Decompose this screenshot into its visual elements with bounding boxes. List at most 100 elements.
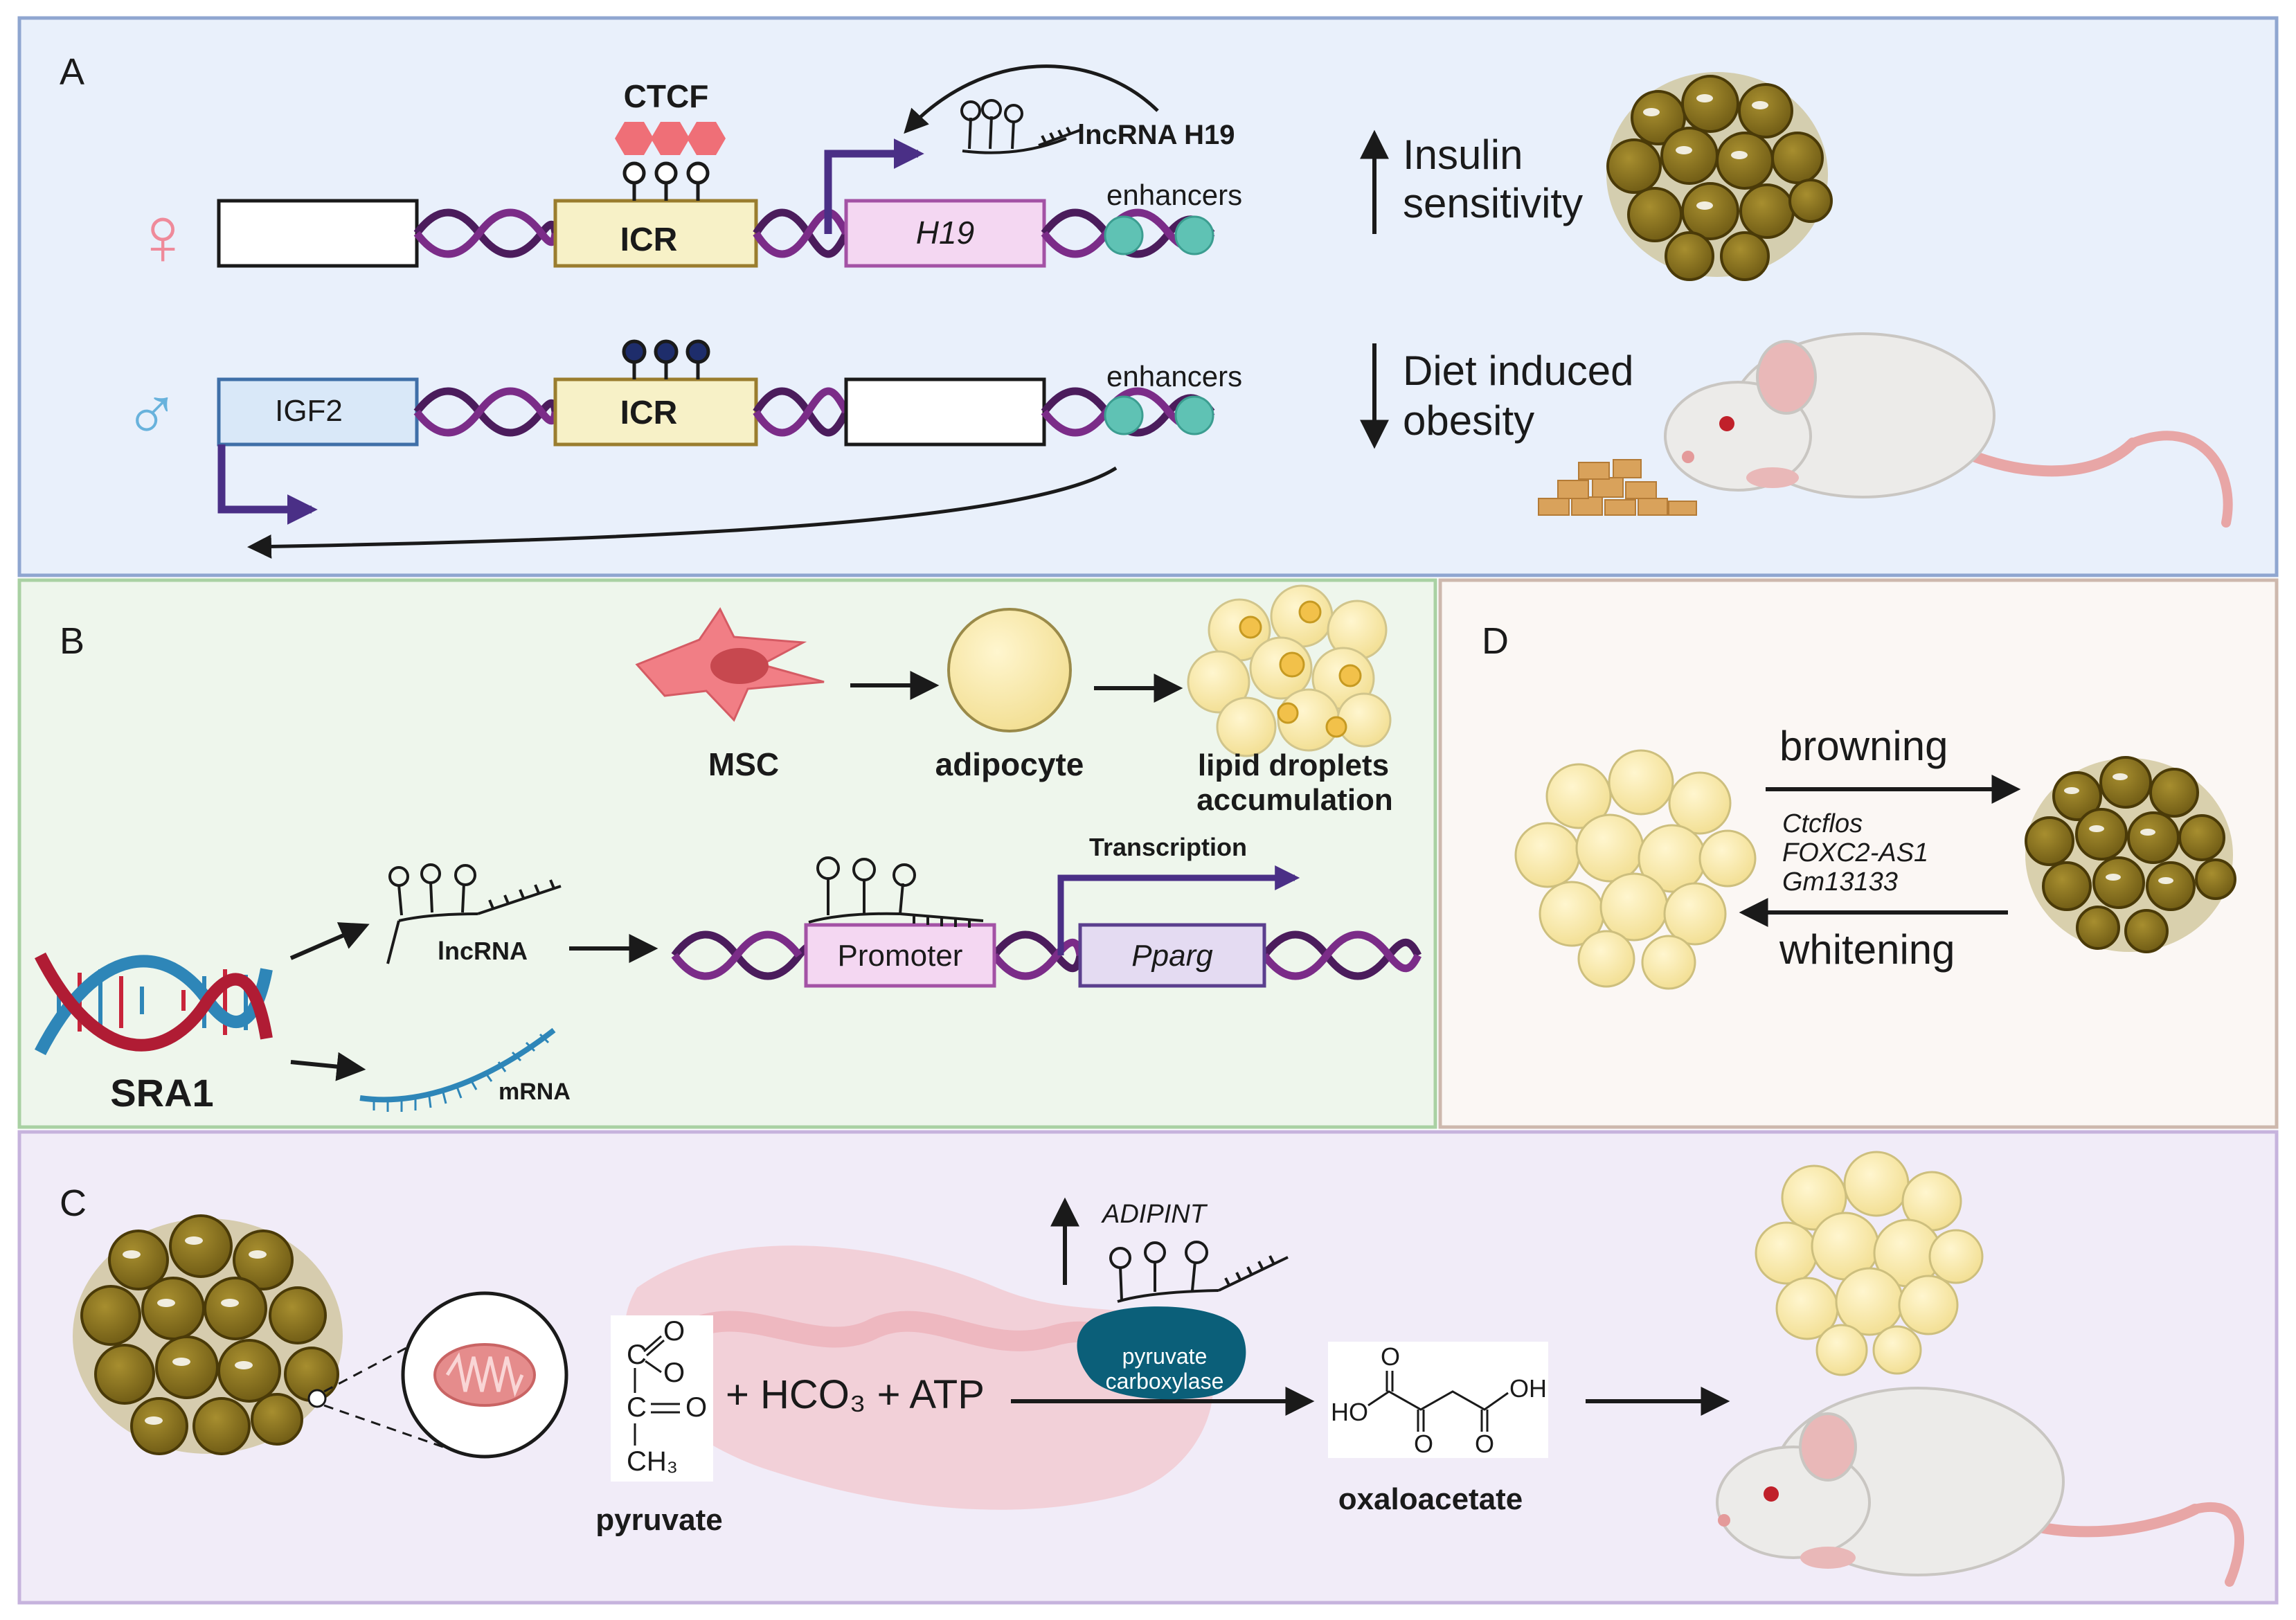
brown-fat-cluster-c <box>73 1214 343 1455</box>
enhancers-label-top: enhancers <box>1106 179 1242 211</box>
white-fat-cluster-c <box>1755 1151 1984 1376</box>
blank-gene-box-male <box>844 377 1046 447</box>
msc-label: MSC <box>708 746 779 782</box>
adipocyte-label: adipocyte <box>935 746 1084 782</box>
adipint-label: ADIPINT <box>1101 1200 1208 1229</box>
promoter-box <box>804 923 996 988</box>
dna-helix-a5 <box>753 387 850 437</box>
methylated-cpg-markers <box>622 339 710 379</box>
enhancer-dot <box>1104 215 1144 255</box>
msc-cell <box>635 607 825 722</box>
ctcf-protein <box>615 122 654 155</box>
arrow-sra1-to-lncrna <box>289 922 370 960</box>
enhancer-dot <box>1174 215 1214 255</box>
h19-gene-box <box>844 199 1046 268</box>
panel-a-letter: A <box>60 51 84 93</box>
obesity-label-1: Diet induced <box>1403 348 1634 394</box>
icr-box-male <box>553 377 758 447</box>
lipid-label-1: lipid droplets <box>1198 748 1389 782</box>
svg-text:O: O <box>663 1358 685 1388</box>
svg-text:CH₃: CH₃ <box>627 1446 678 1477</box>
lncrna-structure-b <box>386 863 562 964</box>
mouse-illustration-a <box>1664 332 2233 528</box>
lncrna-h19-structure <box>960 99 1081 154</box>
panel-c-letter: C <box>60 1182 87 1224</box>
oxaloacetate-structure: HO O O O OH <box>1331 1342 1547 1458</box>
oxaloacetate-bonds <box>1367 1371 1509 1432</box>
oxaloacetate-label: oxaloacetate <box>1338 1482 1523 1516</box>
igf2-transcription-arrow <box>217 444 318 525</box>
lncrna-h19-label: lncRNA H19 <box>1077 120 1235 150</box>
insulin-label-1: Insulin <box>1403 132 1523 178</box>
arrow-sra1-to-mrna <box>290 1052 366 1081</box>
svg-text:C: C <box>627 1392 647 1423</box>
panel-d-letter: D <box>1482 620 1509 662</box>
mouse-illustration-c <box>1716 1387 2245 1587</box>
ctcf-protein <box>687 122 726 155</box>
zoom-line-bottom <box>323 1404 444 1448</box>
h19-transcription-arrow <box>824 138 924 234</box>
lipid-droplet-cluster <box>1187 584 1392 757</box>
mitochondrion-icon <box>433 1343 536 1407</box>
browning-label: browning <box>1779 723 1948 769</box>
icr-label-female: ICR <box>620 222 678 258</box>
zoom-line-top <box>323 1342 416 1393</box>
ctcf-label: CTCF <box>624 78 709 114</box>
blank-gene-box-female <box>217 199 419 268</box>
whitening-label: whitening <box>1779 926 1955 973</box>
female-symbol: ♀ <box>132 190 194 282</box>
svg-text:O: O <box>1381 1342 1400 1371</box>
white-fat-cluster-d <box>1514 749 1757 990</box>
ctcf-protein <box>651 122 690 155</box>
reaction-equation: + HCO₃ + ATP <box>726 1372 985 1417</box>
enhancers-label-bottom: enhancers <box>1106 360 1242 393</box>
male-symbol: ♂ <box>123 372 181 457</box>
h19-label: H19 <box>916 215 974 251</box>
svg-text:C: C <box>627 1340 647 1370</box>
promoter-label: Promoter <box>838 939 963 973</box>
lncrna-label-b: lncRNA <box>438 937 528 965</box>
panel-b-letter: B <box>60 620 84 662</box>
pyruvate-structure: C O O C O CH₃ <box>627 1316 707 1477</box>
enhancer-dot <box>1174 395 1214 435</box>
gene-label-gm13133: Gm13133 <box>1782 867 1898 897</box>
pparg-label: Pparg <box>1131 939 1213 973</box>
pyruvate-carboxylase-label-1: pyruvate <box>1122 1344 1208 1369</box>
enhancer-to-igf2-arrow <box>247 466 1118 559</box>
pyruvate-carboxylase-enzyme <box>1077 1306 1246 1400</box>
mrna-label: mRNA <box>499 1079 571 1105</box>
svg-text:O: O <box>1414 1430 1433 1458</box>
transcription-label: Transcription <box>1089 833 1247 861</box>
pyruvate-label: pyruvate <box>595 1503 722 1537</box>
pparg-gene-box <box>1078 923 1266 988</box>
lncrna-on-promoter <box>808 856 984 928</box>
svg-text:O: O <box>685 1392 707 1423</box>
igf2-label: IGF2 <box>275 394 343 428</box>
icr-label-male: ICR <box>620 395 678 431</box>
dna-helix-b <box>671 930 1421 980</box>
unmethylated-cpg-markers <box>622 161 710 201</box>
insulin-label-2: sensitivity <box>1403 180 1583 226</box>
svg-text:O: O <box>663 1316 685 1347</box>
svg-text:O: O <box>1475 1430 1494 1458</box>
adipocyte-cell <box>947 608 1072 732</box>
enhancer-dot <box>1104 395 1144 435</box>
mrna-strand <box>359 1027 556 1112</box>
gene-label-foxc2-as1: FOXC2-AS1 <box>1782 838 1928 867</box>
pyruvate-bonds <box>634 1335 680 1446</box>
brown-fat-cluster-a <box>1606 72 1833 281</box>
obesity-label-2: obesity <box>1403 397 1534 444</box>
svg-text:HO: HO <box>1331 1398 1368 1426</box>
h19-feedback-arrow <box>904 64 1159 134</box>
gene-label-ctcflos: Ctcflos <box>1782 809 1863 838</box>
dna-helix-a4 <box>413 387 559 437</box>
food-pellets <box>1538 459 1697 516</box>
pyruvate-carboxylase-label-2: carboxylase <box>1106 1369 1224 1394</box>
pparg-transcription-arrow <box>1057 865 1300 955</box>
brown-fat-cluster-d <box>2025 756 2236 953</box>
adipint-lncrna <box>1109 1241 1289 1303</box>
sra1-dna-helix <box>34 952 273 1056</box>
sra1-label: SRA1 <box>110 1071 213 1115</box>
svg-text:OH: OH <box>1509 1374 1547 1403</box>
